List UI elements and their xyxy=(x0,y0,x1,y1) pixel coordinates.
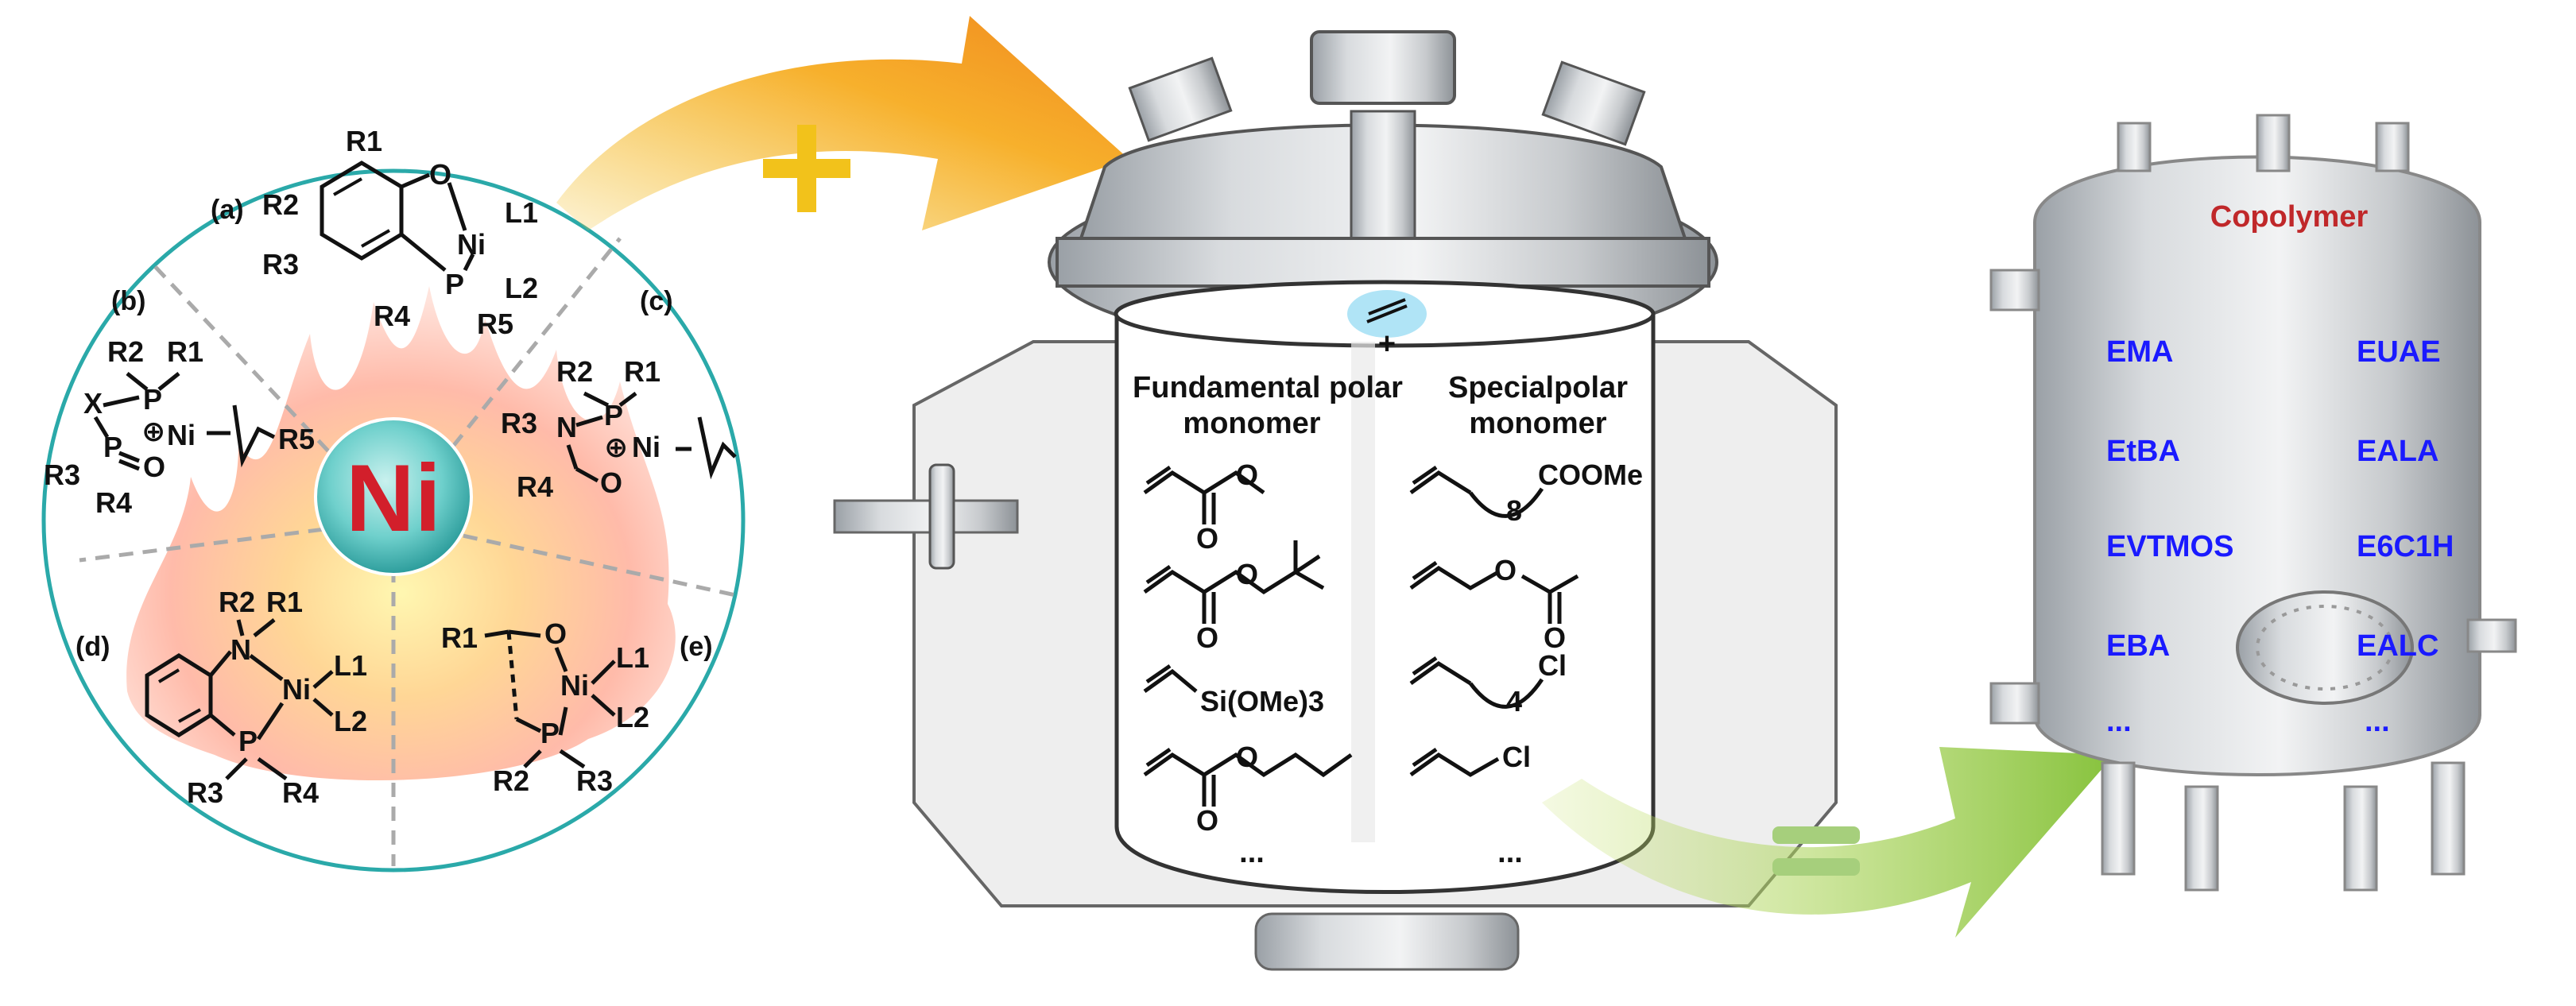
fm-o1: O xyxy=(1236,459,1258,491)
b-r4: R4 xyxy=(95,486,132,519)
tank-left-0: EMA xyxy=(2106,335,2173,369)
b-ni: Ni xyxy=(167,419,196,451)
d-r1: R1 xyxy=(266,586,303,618)
catalyst-panel: Ni (a) R1 R2 R3 O Ni L1 L2 P R4 R5 (b) R… xyxy=(41,125,746,873)
special-monomers xyxy=(1409,465,1579,777)
tank-right-2: E6C1H xyxy=(2357,530,2454,563)
e-l2: L2 xyxy=(616,701,649,733)
a-r1: R1 xyxy=(346,125,382,157)
fundamental-monomers xyxy=(1143,465,1353,807)
fundamental-atoms: O O O O O O xyxy=(1196,459,1258,837)
small-plus: + xyxy=(1378,327,1396,361)
special-item-cl4: Cl xyxy=(1538,649,1567,682)
d-l2: L2 xyxy=(334,705,367,737)
b-x: X xyxy=(83,387,103,420)
e-o: O xyxy=(544,617,567,650)
sector-label-d: (d) xyxy=(76,632,110,662)
a-ni: Ni xyxy=(457,228,486,261)
fm-o5: O xyxy=(1236,741,1258,773)
tank-more-right: ... xyxy=(2365,705,2390,738)
sector-label-b: (b) xyxy=(111,286,145,316)
c-o: O xyxy=(600,466,622,499)
a-r2: R2 xyxy=(262,188,299,221)
d-n: N xyxy=(230,633,251,666)
a-p: P xyxy=(445,268,464,300)
fundamental-more: ... xyxy=(1239,836,1265,869)
fm-o6: O xyxy=(1196,804,1218,837)
b-charge: ⊕ xyxy=(141,415,165,447)
c-ni: Ni xyxy=(632,431,660,463)
c-r2: R2 xyxy=(556,355,593,388)
b-r1: R1 xyxy=(167,335,203,368)
fm-o4: O xyxy=(1196,621,1218,654)
e-r1: R1 xyxy=(441,621,478,654)
tank-right-0: EUAE xyxy=(2357,335,2441,369)
equals-sign-graphic xyxy=(1772,826,1860,876)
tank-left-1: EtBA xyxy=(2106,435,2180,468)
sm-o1: O xyxy=(1494,554,1517,586)
e-r2: R2 xyxy=(493,764,529,797)
sector-e: (e) R1 O Ni L1 L2 P R2 R3 xyxy=(441,617,713,797)
special-sub-4: 4 xyxy=(1506,685,1522,718)
a-r5: R5 xyxy=(477,308,513,340)
b-o: O xyxy=(143,451,165,483)
sector-d: (d) R2 R1 N Ni L1 L2 P R3 R4 xyxy=(76,586,367,809)
tank-title: Copolymer xyxy=(2210,200,2369,234)
special-title-2: monomer xyxy=(1469,407,1606,440)
tank-more-left: ... xyxy=(2106,705,2132,738)
d-r4: R4 xyxy=(282,776,319,809)
sector-b: (b) R2 R1 X P ⊕ Ni P O R3 R4 R5 xyxy=(44,286,315,519)
tank-right-1: EALA xyxy=(2357,435,2438,468)
tank-right-3: EALC xyxy=(2357,629,2438,663)
c-r3: R3 xyxy=(501,407,537,439)
e-r3: R3 xyxy=(576,764,613,797)
a-r4: R4 xyxy=(374,300,410,332)
sector-label-c: (c) xyxy=(640,286,673,316)
sector-a: (a) R1 R2 R3 O Ni L1 L2 P R4 R5 xyxy=(211,125,538,340)
sector-c: (c) R2 R1 R3 N P ⊕ Ni R4 O xyxy=(501,286,737,503)
a-l1: L1 xyxy=(505,196,538,229)
fm-o3: O xyxy=(1236,558,1258,590)
d-r2: R2 xyxy=(219,586,255,618)
tank-left-3: EBA xyxy=(2106,629,2170,663)
green-arrow xyxy=(1542,747,2114,938)
b-r2: R2 xyxy=(107,335,144,368)
d-ni: Ni xyxy=(282,673,311,706)
c-r1: R1 xyxy=(624,355,660,388)
a-l2: L2 xyxy=(505,272,538,304)
b-r5: R5 xyxy=(278,423,315,455)
sector-label-e: (e) xyxy=(680,632,713,662)
c-charge: ⊕ xyxy=(604,431,628,463)
e-p: P xyxy=(540,717,560,749)
special-item-allylcl: Cl xyxy=(1502,741,1531,773)
fundamental-title-2: monomer xyxy=(1183,407,1320,440)
ni-sphere xyxy=(314,417,473,576)
copolymer-tank: Copolymer EMA EtBA EVTMOS EBA EUAE EALA … xyxy=(1989,114,2517,892)
fundamental-title-1: Fundamental polar xyxy=(1133,371,1403,404)
sm-o2: O xyxy=(1544,621,1566,654)
c-n: N xyxy=(556,411,577,443)
e-l1: L1 xyxy=(616,641,649,674)
orange-arrow xyxy=(556,16,1129,230)
d-r3: R3 xyxy=(187,776,223,809)
special-item-cooMe: COOMe xyxy=(1538,459,1643,491)
d-p: P xyxy=(238,725,258,757)
fundamental-item-silane: Si(OMe)3 xyxy=(1200,685,1324,718)
special-more: ... xyxy=(1497,836,1523,869)
special-title-1: Specialpolar xyxy=(1448,371,1628,404)
special-sub-8: 8 xyxy=(1506,494,1522,527)
tank-left-2: EVTMOS xyxy=(2106,530,2233,563)
plus-sign-graphic xyxy=(763,125,850,212)
sector-label-a: (a) xyxy=(211,195,244,225)
fm-o2: O xyxy=(1196,522,1218,555)
b-r3: R3 xyxy=(44,459,80,491)
a-r3: R3 xyxy=(262,248,299,281)
d-l1: L1 xyxy=(334,649,367,682)
c-r4: R4 xyxy=(517,470,553,503)
a-o: O xyxy=(429,158,451,191)
e-ni: Ni xyxy=(560,669,589,702)
ni-label: Ni xyxy=(346,445,441,551)
